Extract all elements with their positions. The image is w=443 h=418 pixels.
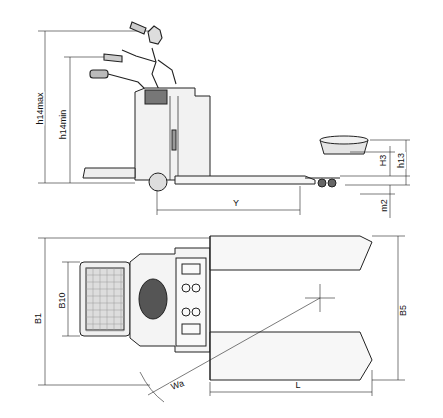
dimension-label: B1 <box>34 311 43 324</box>
dimension-label: H3 <box>379 153 388 167</box>
dimension-label: Y <box>232 199 240 208</box>
dimension-label: h14min <box>60 108 69 140</box>
dimension-label: Wa <box>169 378 186 392</box>
dimension-label: m2 <box>379 198 388 213</box>
dimension-label: h14max <box>36 91 45 125</box>
dimension-label: B10 <box>57 291 66 309</box>
dimension-label: h13 <box>398 151 407 168</box>
dimension-label: L <box>294 381 301 390</box>
dimension-label: B5 <box>399 303 408 316</box>
